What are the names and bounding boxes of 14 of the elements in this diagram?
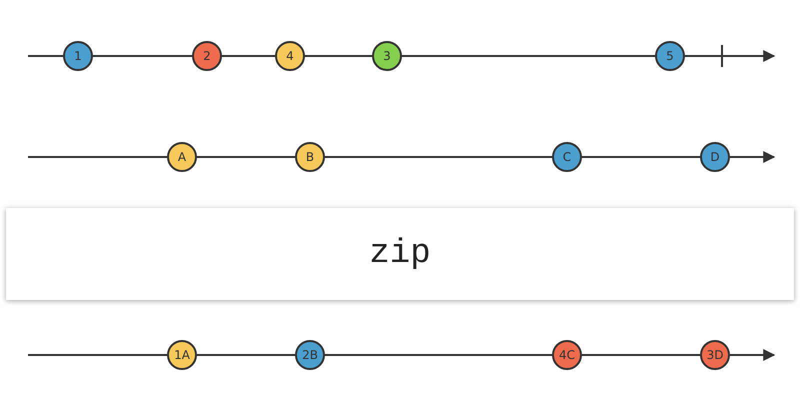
marble: 5 [655, 41, 685, 71]
marble: 4 [275, 41, 305, 71]
marble: A [167, 142, 197, 172]
marble: B [295, 142, 325, 172]
marble: 2 [192, 41, 222, 71]
marble: 2B [295, 340, 325, 370]
marble: 1 [63, 41, 93, 71]
marble: 3 [372, 41, 402, 71]
marble: C [552, 142, 582, 172]
operator-box: zip [6, 208, 794, 300]
marble: 4C [552, 340, 582, 370]
marble: 3D [700, 340, 730, 370]
marble: D [700, 142, 730, 172]
marble: 1A [167, 340, 197, 370]
